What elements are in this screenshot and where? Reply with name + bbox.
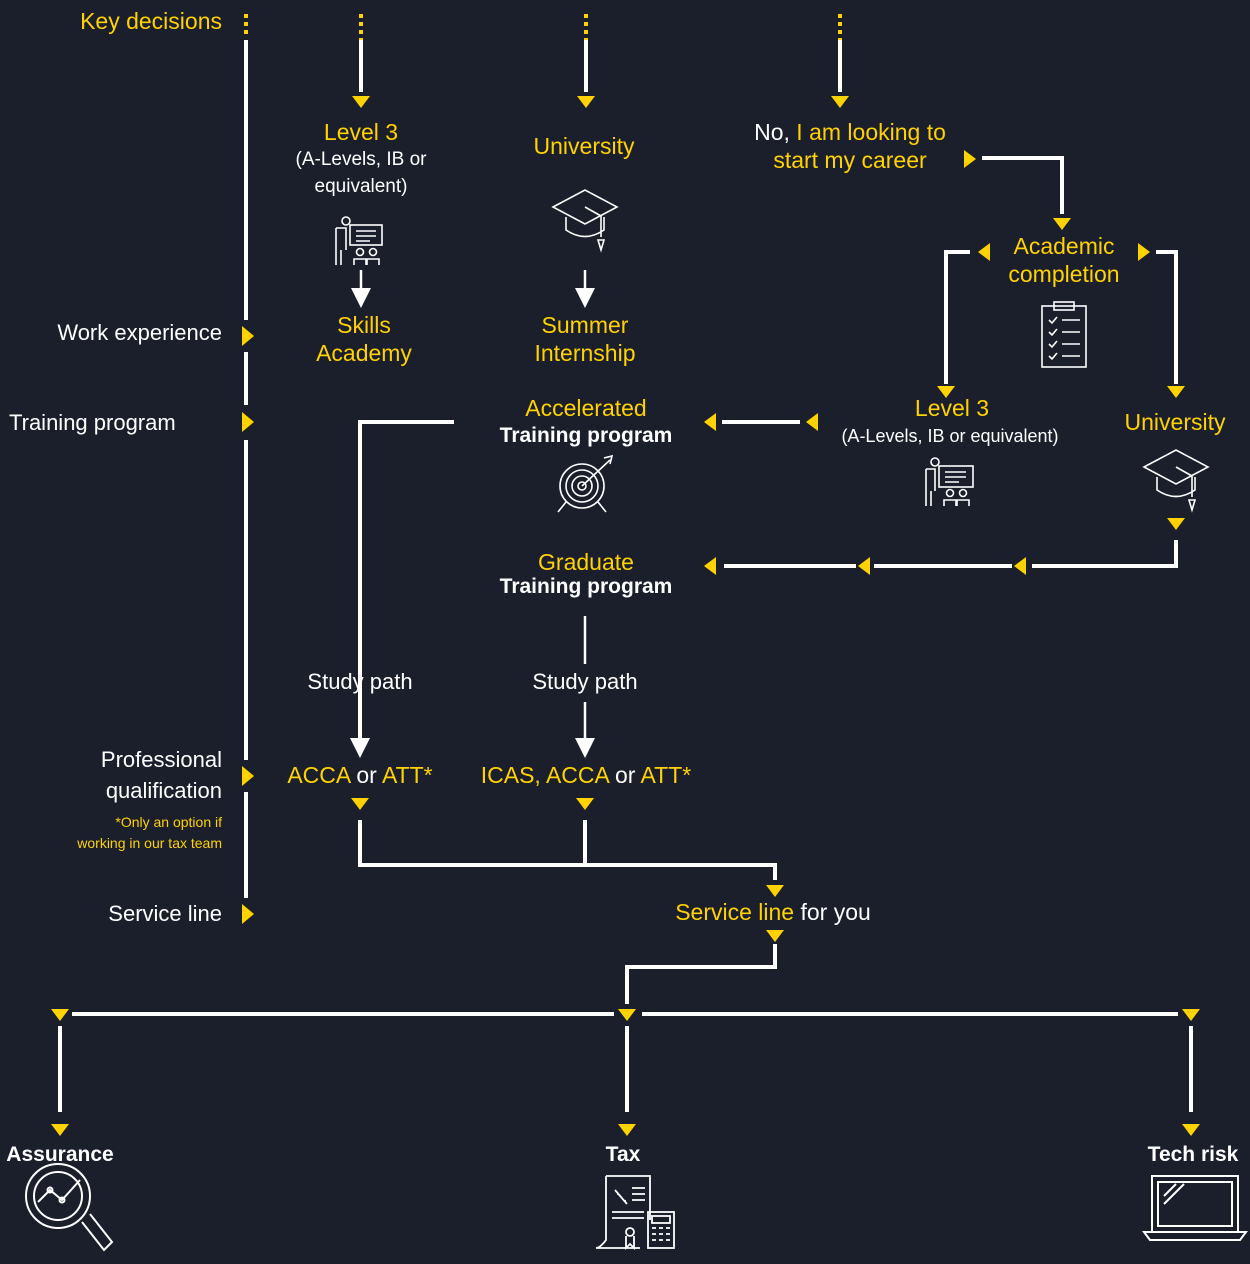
academic-completion-line2: completion	[1008, 261, 1120, 287]
stage-professional-qualification-line2: qualification	[105, 778, 222, 803]
stage-professional-qualification-line1: Professional	[100, 747, 222, 772]
classroom-teacher-icon	[925, 457, 974, 506]
qualification-left: ACCA or ATT*	[287, 762, 433, 788]
graduation-cap-icon	[551, 189, 619, 253]
graduation-cap-icon	[1142, 449, 1210, 513]
study-path-right: Study path	[532, 669, 638, 694]
graduate-title: Graduate	[538, 549, 634, 575]
career-question-line1: No, I am looking to	[754, 119, 946, 145]
stage-key-decisions: Key decisions	[80, 8, 222, 34]
service-line-distribution	[58, 1012, 1193, 1112]
university-title: University	[533, 133, 635, 159]
footnote-line1: *Only an option if	[115, 814, 222, 830]
step-arrows	[351, 270, 595, 308]
summer-internship-line2: Internship	[534, 340, 636, 366]
career-university-title: University	[1124, 409, 1226, 435]
outcome-tax: Tax	[605, 1143, 641, 1166]
qualification-right: ICAS, ACCA or ATT*	[480, 762, 692, 788]
entry-arrowheads	[352, 96, 849, 108]
accelerated-title: Accelerated	[525, 395, 647, 421]
accelerated-subtitle: Training program	[499, 424, 673, 447]
clipboard-checklist-icon	[1041, 301, 1087, 368]
tax-calculator-icon	[595, 1175, 675, 1251]
career-connectors	[358, 156, 1178, 740]
level3-subtitle-line2: equivalent)	[314, 176, 408, 197]
career-question-line2: start my career	[773, 147, 927, 173]
laptop-icon	[1142, 1175, 1248, 1241]
entry-connectors	[359, 14, 842, 92]
skills-academy-line2: Academy	[316, 340, 412, 366]
level3-title: Level 3	[323, 119, 399, 145]
skills-academy-line1: Skills	[337, 312, 391, 338]
stage-service-line: Service line	[108, 901, 222, 926]
summer-internship-line1: Summer	[541, 312, 629, 338]
qualification-arrowheads	[351, 798, 784, 942]
graduate-subtitle: Training program	[499, 575, 673, 598]
study-path-left: Study path	[307, 669, 413, 694]
classroom-teacher-icon	[335, 216, 383, 265]
stage-work-experience: Work experience	[57, 320, 222, 345]
career-level3-title: Level 3	[914, 395, 990, 421]
study-path-lines	[350, 616, 595, 758]
stage-markers	[242, 326, 254, 924]
academic-completion-line1: Academic	[1013, 233, 1115, 259]
career-level3-subtitle: (A-Levels, IB or equivalent)	[841, 426, 1059, 446]
career-arrowheads	[704, 150, 1185, 575]
service-line-for-you: Service line for you	[675, 899, 871, 925]
outcome-tech-risk: Tech risk	[1147, 1143, 1239, 1166]
magnifier-chart-icon	[25, 1163, 114, 1252]
stage-training-program: Training program	[9, 410, 176, 435]
level3-subtitle-line1: (A-Levels, IB or	[295, 149, 427, 170]
footnote-line2: working in our tax team	[77, 835, 222, 851]
outcome-assurance: Assurance	[6, 1143, 114, 1166]
qualification-connectors	[358, 820, 777, 1004]
target-arrow-icon	[557, 454, 614, 513]
service-line-arrowheads	[51, 1009, 1200, 1136]
